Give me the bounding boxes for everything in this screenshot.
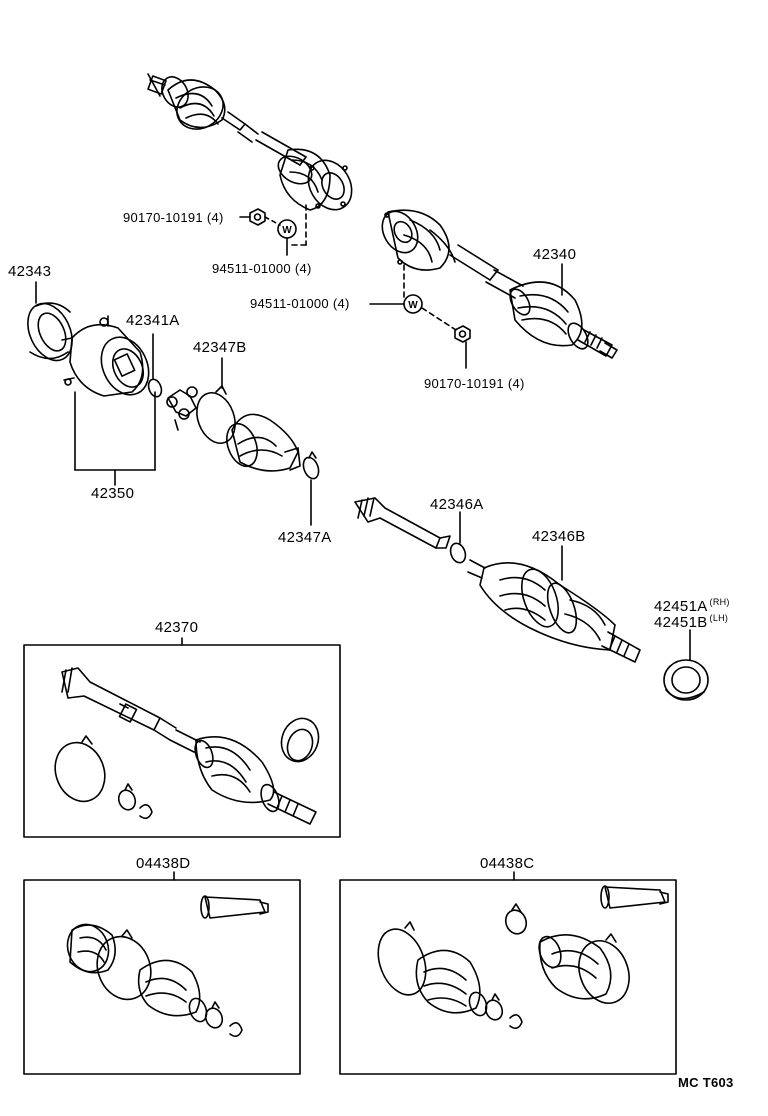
joint-housing-42350 bbox=[61, 315, 156, 486]
label-42341A: 42341A bbox=[126, 312, 180, 329]
deflector-42343 bbox=[27, 281, 73, 362]
top-drive-shaft-drawing bbox=[147, 73, 353, 256]
label-04438D: 04438D bbox=[136, 855, 191, 872]
label-42347B: 42347B bbox=[193, 339, 247, 356]
label-42370: 42370 bbox=[155, 619, 199, 636]
kit-frame-04438D bbox=[23, 871, 301, 1075]
nut-90170-top bbox=[249, 208, 266, 226]
kit-frame-42370 bbox=[23, 637, 341, 838]
label-94511-01000-top: 94511-01000 (4) bbox=[212, 261, 312, 276]
label-04438C: 04438C bbox=[480, 855, 535, 872]
label-42451B-lh: (LH) bbox=[709, 613, 729, 623]
label-42340: 42340 bbox=[533, 246, 577, 263]
label-42451B-number: 42451B bbox=[654, 614, 708, 631]
label-42451A: 42451A(RH) bbox=[654, 597, 730, 615]
seal-42451 bbox=[663, 629, 709, 701]
label-42346B: 42346B bbox=[532, 528, 586, 545]
washer-mark-mid: W bbox=[408, 300, 418, 311]
label-42350: 42350 bbox=[91, 485, 135, 502]
label-42451B: 42451B(LH) bbox=[654, 613, 729, 631]
washer-mark-top: W bbox=[282, 225, 292, 236]
label-42346A: 42346A bbox=[430, 496, 484, 513]
kit-frame-04438C bbox=[339, 871, 677, 1075]
nut-90170-mid bbox=[454, 325, 471, 343]
boot-clamp-42347B bbox=[196, 357, 236, 444]
diagram-code: MC T603 bbox=[678, 1075, 734, 1090]
label-42451A-number: 42451A bbox=[654, 598, 708, 615]
label-90170-10191-mid: 90170-10191 (4) bbox=[424, 376, 525, 391]
tripod-joint bbox=[166, 386, 198, 431]
label-90170-10191-top: 90170-10191 (4) bbox=[123, 210, 224, 225]
snap-ring-42341A bbox=[147, 333, 163, 398]
boot-clamp-42347A bbox=[302, 451, 320, 526]
inboard-boot bbox=[226, 413, 301, 472]
label-42451A-rh: (RH) bbox=[709, 597, 730, 607]
label-42343: 42343 bbox=[8, 263, 52, 280]
label-42347A: 42347A bbox=[278, 529, 332, 546]
label-94511-01000-mid: 94511-01000 (4) bbox=[250, 296, 350, 311]
middle-shaft-drawing bbox=[354, 497, 641, 663]
right-drive-shaft-drawing bbox=[369, 209, 618, 369]
